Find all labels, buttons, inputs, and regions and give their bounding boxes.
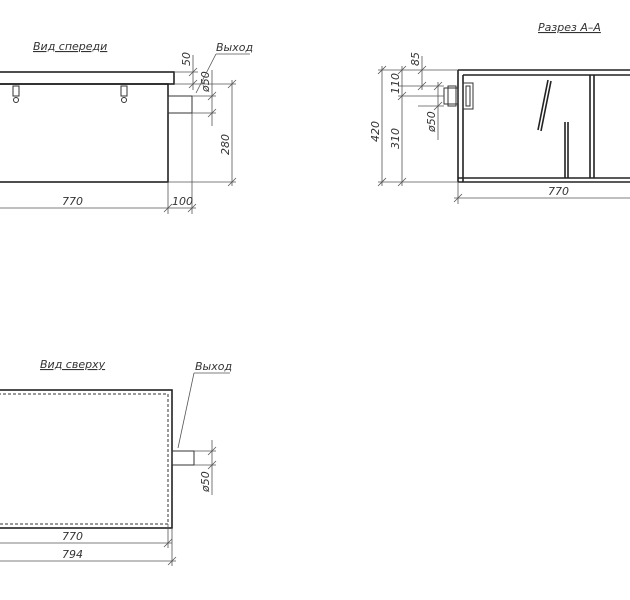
section-dim-top: 85	[409, 52, 422, 66]
top-view-title: Вид сверху	[40, 358, 106, 371]
front-view-outlet-pipe	[167, 95, 193, 114]
front-view: Вид спереди 50 ø50	[0, 40, 253, 214]
section-dim-pipe-center: 110	[389, 73, 402, 94]
top-dim-inner-length: 770	[62, 530, 83, 543]
top-view-inner-contour	[0, 393, 169, 525]
front-dim-pipe-length: 100	[172, 195, 193, 208]
section-dim-lower: 310	[389, 128, 402, 149]
top-view: Вид сверху Выход ø50 770 794	[0, 358, 232, 566]
section-view: Разрез А–А 420	[369, 21, 630, 204]
section-dim-overall: 420	[369, 121, 382, 142]
front-dim-length: 770	[62, 195, 83, 208]
section-dim-length: 770	[548, 185, 569, 198]
latch-icon	[12, 85, 20, 103]
section-dim-pipe-dia: ø50	[425, 111, 438, 133]
front-outlet-label: Выход	[216, 41, 253, 54]
front-dim-lid: 50	[180, 52, 193, 66]
front-view-lid	[0, 71, 175, 85]
front-view-title: Вид спереди	[33, 40, 107, 53]
front-view-body	[0, 83, 169, 183]
top-view-outlet-pipe	[171, 450, 195, 466]
top-outlet-label: Выход	[195, 360, 232, 373]
front-dim-pipe-dia: ø50	[199, 71, 212, 93]
section-view-title: Разрез А–А	[538, 21, 601, 34]
latch-icon	[120, 85, 128, 103]
top-dim-outer-length: 794	[62, 548, 83, 561]
top-view-outline	[0, 389, 173, 529]
front-dim-height: 280	[219, 134, 232, 155]
top-dim-pipe-dia: ø50	[199, 471, 212, 493]
